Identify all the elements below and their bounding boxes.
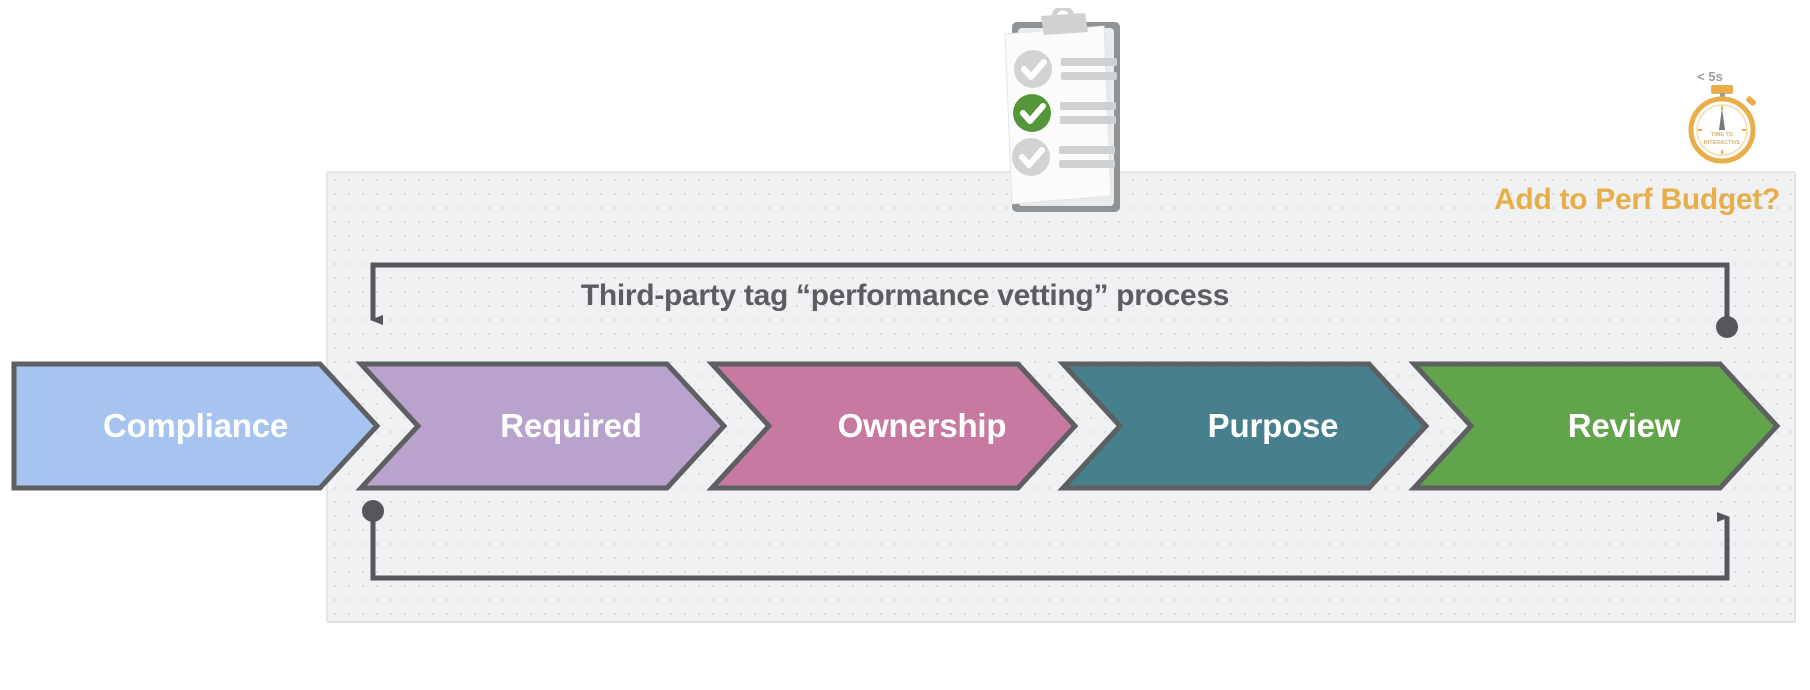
add-to-perf-budget-label: Add to Perf Budget?	[1494, 183, 1780, 216]
stage-chevron-ownership[interactable]	[706, 361, 1079, 491]
stopwatch-metric-line2: INTERACTIVE	[1704, 140, 1741, 146]
check-icon-3	[1012, 138, 1050, 176]
stage-chevron-compliance[interactable]	[11, 361, 381, 491]
stopwatch-icon: < 5s TIME TO INTERACTIVE	[1688, 69, 1756, 164]
stage-chevron-review[interactable]	[1408, 361, 1781, 491]
check-icon-1	[1014, 50, 1052, 88]
check-icon-2	[1013, 94, 1051, 132]
clipboard-checklist-icon	[1004, 8, 1120, 212]
page-title: Third-party tag “performance vetting” pr…	[580, 279, 1230, 312]
stage-chevron-purpose[interactable]	[1057, 361, 1430, 491]
stopwatch-threshold-label: < 5s	[1697, 69, 1723, 84]
stopwatch-metric-line1: TIME TO	[1711, 132, 1734, 138]
stage-chevron-required[interactable]	[355, 361, 728, 491]
